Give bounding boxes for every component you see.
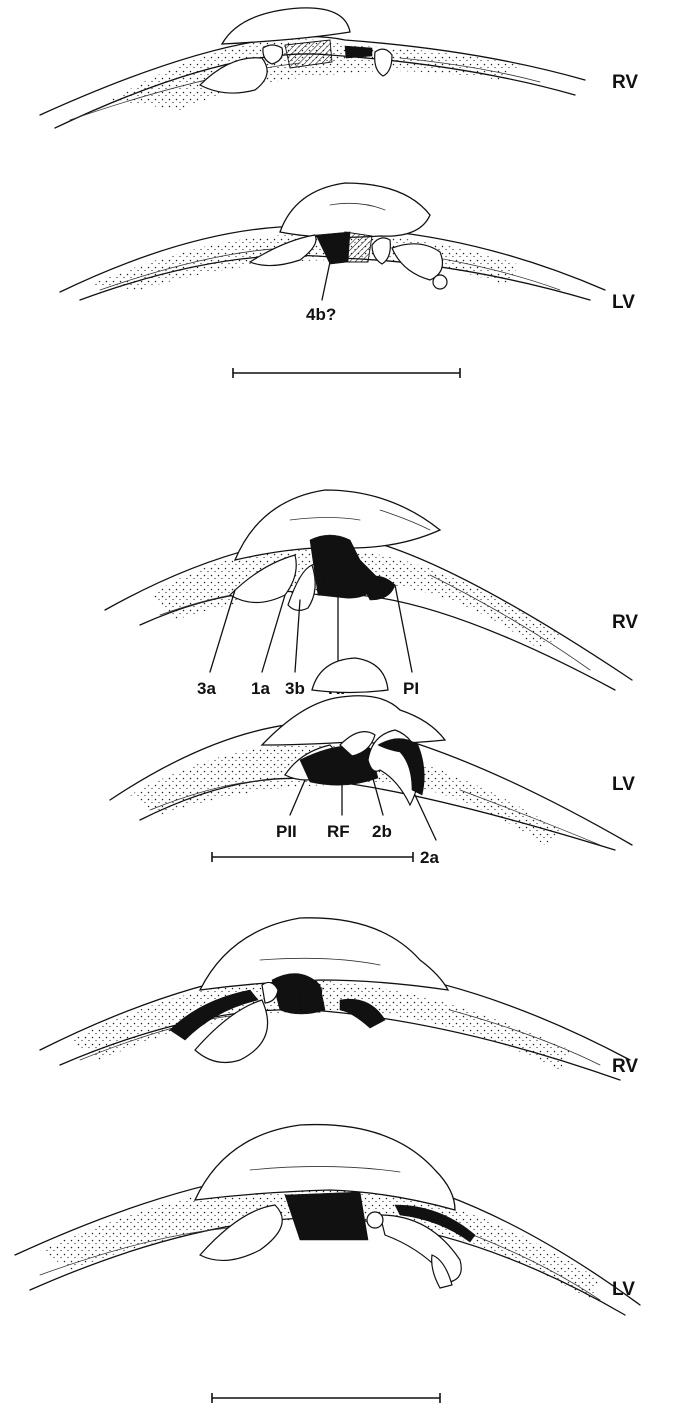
panel-2-lv-label: LV [612, 774, 635, 795]
panel-1-lv-label: LV [612, 292, 635, 313]
label-pi: PI [403, 679, 419, 698]
panel-3-lv-label-group: LV [612, 1279, 635, 1300]
label-2b: 2b [372, 822, 392, 841]
panel-3-rv-label-group: RV [612, 1056, 638, 1077]
panel-3-scale-bar [212, 1393, 440, 1403]
panel-1-rv-label-group: RV [612, 72, 638, 93]
panel-1-lv-annotations: 4b? LV [306, 292, 635, 324]
panel-1-rv-drawing [40, 8, 585, 128]
panel-3-lv-label: LV [612, 1279, 635, 1300]
panel-3-rv-drawing [40, 918, 630, 1080]
panel-3-lv-drawing [15, 1125, 640, 1315]
panel-2-lv-drawing [110, 658, 632, 850]
label-4b-question: 4b? [306, 305, 336, 324]
panel-2-rv-annotations: 3a 1a 3b RF PI RV [197, 612, 638, 698]
panel-1-lv-drawing [60, 183, 605, 300]
panel-3-rv-label: RV [612, 1056, 638, 1077]
label-2a: 2a [420, 848, 439, 867]
label-3b: 3b [285, 679, 305, 698]
panel-2: 3a 1a 3b RF PI RV PII [105, 490, 638, 867]
label-1a: 1a [251, 679, 270, 698]
panel-1-rv-label: RV [612, 72, 638, 93]
panel-2-scale-bar [212, 852, 413, 862]
panel-1: RV 4b? LV [40, 8, 638, 378]
label-rf-lv: RF [327, 822, 350, 841]
label-3a: 3a [197, 679, 216, 698]
panel-1-scale-bar [233, 368, 460, 378]
panel-3: RV LV [15, 918, 640, 1403]
label-pii: PII [276, 822, 297, 841]
panel-2-rv-label: RV [612, 612, 638, 633]
panel-2-rv-drawing [105, 490, 632, 690]
